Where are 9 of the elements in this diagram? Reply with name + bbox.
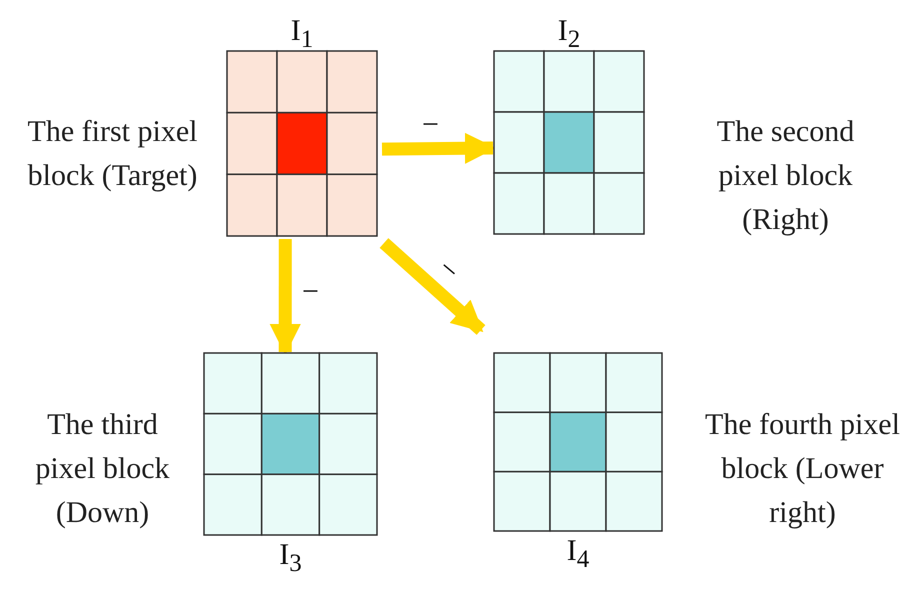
block-description: The first pixel block (Target) — [26, 114, 198, 194]
arrow — [380, 238, 486, 335]
block-label: I$_{4}$ — [566, 534, 590, 575]
block-description: The fourth pixel block (Lower right) — [704, 407, 901, 531]
block-description: The third pixel block (Down) — [34, 407, 171, 531]
block-label: I$_{2}$ — [556, 14, 582, 55]
block-label: I$_{3}$ — [278, 538, 303, 579]
block-description: The second pixel block (Right) — [716, 114, 856, 238]
block-label: I$_{1}$ — [290, 14, 314, 55]
